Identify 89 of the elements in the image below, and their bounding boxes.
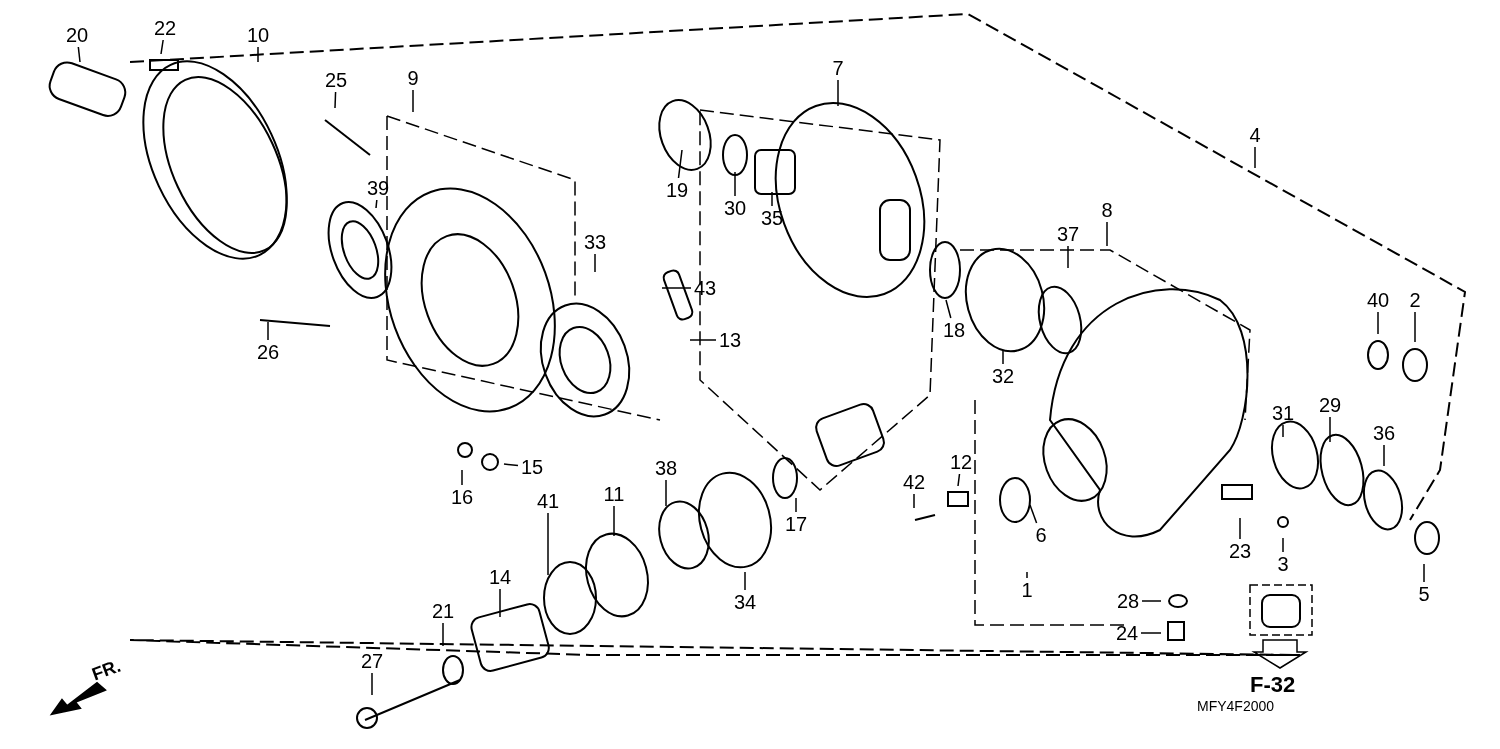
callout-number: 30 xyxy=(722,198,748,218)
leader-line xyxy=(913,493,915,509)
callout-number: 33 xyxy=(582,232,608,252)
callout-number: 25 xyxy=(323,70,349,90)
leader-line xyxy=(795,497,797,513)
leader-line xyxy=(257,46,259,63)
leader-line xyxy=(837,79,839,107)
leader-line xyxy=(547,512,549,576)
callout-number: 37 xyxy=(1055,224,1081,244)
leader-line xyxy=(957,473,961,487)
leader-line xyxy=(1377,311,1379,335)
leader-line xyxy=(1002,349,1004,365)
leader-line xyxy=(1329,416,1331,443)
callout-number: 26 xyxy=(255,342,281,362)
callout-number: 24 xyxy=(1114,623,1140,643)
callout-number: 34 xyxy=(732,592,758,612)
callout-number: 28 xyxy=(1115,591,1141,611)
leader-line xyxy=(771,191,773,207)
callout-number: 3 xyxy=(1276,554,1290,574)
callout-number: 7 xyxy=(831,58,845,78)
leader-line xyxy=(334,91,337,109)
callout-number: 13 xyxy=(717,330,743,350)
leader-line xyxy=(1067,245,1069,269)
leader-line xyxy=(267,321,269,341)
leader-line xyxy=(412,89,414,113)
callout-number: 21 xyxy=(430,601,456,621)
callout-number: 8 xyxy=(1100,200,1114,220)
callout-number: 32 xyxy=(990,366,1016,386)
leader-line xyxy=(744,571,746,591)
leader-line xyxy=(677,149,683,179)
leader-line xyxy=(665,479,667,507)
leader-line xyxy=(661,287,692,289)
callout-number: 38 xyxy=(653,458,679,478)
callout-number: 15 xyxy=(519,457,545,477)
callout-number: 27 xyxy=(359,651,385,671)
leader-line xyxy=(1282,424,1284,438)
callout-number: 22 xyxy=(152,18,178,38)
leader-line xyxy=(1423,563,1425,583)
callout-number: 5 xyxy=(1417,584,1431,604)
leader-line xyxy=(77,46,81,63)
leader-line xyxy=(1140,632,1162,634)
leader-line xyxy=(594,253,596,273)
callout-number: 39 xyxy=(365,178,391,198)
leader-line xyxy=(1383,444,1385,467)
callout-number: 14 xyxy=(487,567,513,587)
callout-number: 12 xyxy=(948,452,974,472)
leader-line xyxy=(1026,571,1028,579)
f-32-reference-label: F-32 xyxy=(1250,672,1296,698)
callout-number: 43 xyxy=(692,278,718,298)
callout-number: 23 xyxy=(1227,541,1253,561)
leader-line xyxy=(442,622,444,647)
callout-number: 4 xyxy=(1248,125,1262,145)
leader-line xyxy=(1414,311,1416,343)
front-direction-label: FR. xyxy=(89,655,124,686)
leader-line xyxy=(1254,146,1256,169)
leader-line xyxy=(160,39,164,55)
leader-line xyxy=(734,171,736,197)
callout-number: 17 xyxy=(783,514,809,534)
leader-line xyxy=(613,505,615,537)
callout-number: 29 xyxy=(1317,395,1343,415)
callout-number: 16 xyxy=(449,487,475,507)
callout-number: 36 xyxy=(1371,423,1397,443)
callout-number: 19 xyxy=(664,180,690,200)
callout-number: 2 xyxy=(1408,290,1422,310)
leader-line xyxy=(499,588,501,618)
callout-number: 11 xyxy=(602,484,626,504)
callout-number: 10 xyxy=(245,25,271,45)
callout-number: 35 xyxy=(759,208,785,228)
callout-number: 6 xyxy=(1034,525,1048,545)
callout-number: 40 xyxy=(1365,290,1391,310)
leader-line xyxy=(461,469,463,486)
leader-line xyxy=(1239,517,1241,540)
leader-line xyxy=(1141,600,1162,602)
leader-line xyxy=(503,463,519,467)
callout-number: 9 xyxy=(406,68,420,88)
leader-line xyxy=(371,672,373,696)
leader-line xyxy=(689,339,717,341)
leader-line xyxy=(1282,537,1284,553)
callout-number: 1 xyxy=(1020,580,1034,600)
callout-number: 20 xyxy=(64,25,90,45)
leader-line xyxy=(1029,504,1038,524)
callout-number: 41 xyxy=(535,491,561,511)
callout-number: 42 xyxy=(901,472,927,492)
leader-line xyxy=(945,299,952,319)
drawing-code-label: MFY4F2000 xyxy=(1197,698,1275,714)
callout-number: 18 xyxy=(941,320,967,340)
callout-number: 31 xyxy=(1270,403,1296,423)
leader-line xyxy=(1106,221,1108,247)
leader-line xyxy=(375,199,378,209)
